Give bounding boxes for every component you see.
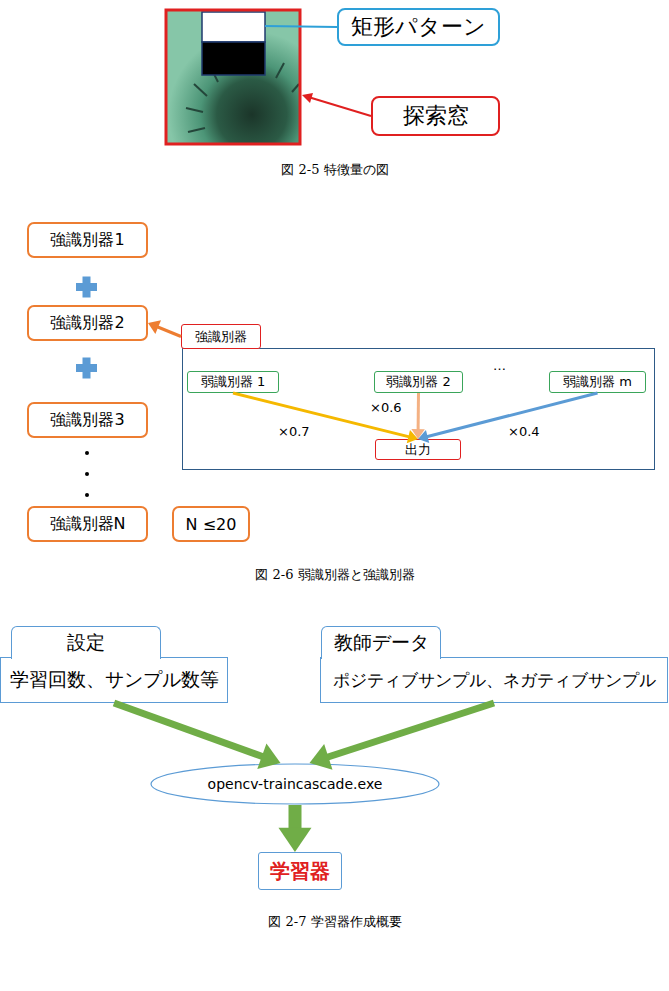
connector-arrow <box>233 393 418 443</box>
node-text: 強識別器2 <box>50 313 124 334</box>
arrowhead <box>257 744 280 769</box>
leader-line <box>265 26 337 27</box>
weight-label: ×0.4 <box>508 424 540 439</box>
callout-box: 矩形パターン <box>337 8 500 46</box>
plus-symbol <box>76 358 97 379</box>
arrowhead <box>278 828 311 852</box>
figure-caption: 図 2-5 特徴量の図 <box>200 161 470 179</box>
arrowhead <box>411 429 424 439</box>
callout-box: 探索窓 <box>371 96 500 136</box>
node-text: ポジティブサンプル、ネガティブサンプル <box>333 669 656 692</box>
strong-classifier-box: 強識別器N <box>27 506 148 542</box>
connector-line <box>233 393 409 437</box>
connector-arrow <box>148 320 181 336</box>
blob-ray <box>292 84 299 92</box>
connector-line <box>326 703 494 757</box>
settings-panel: 設定学習回数、サンプル数等 <box>0 657 228 703</box>
leader-line <box>310 98 371 117</box>
strong-classifier-container: 強識別器弱識別器 1弱識別器 2弱識別器 m出力 <box>182 348 655 470</box>
panel-tab: 教師データ <box>321 626 441 659</box>
node-text: 弱識別器 1 <box>201 373 265 391</box>
node-text: 強識別器N <box>50 514 126 535</box>
blob-ray <box>188 128 205 132</box>
heading-text: 設定 <box>67 630 105 656</box>
connector-line <box>417 393 420 430</box>
arrowhead <box>418 430 429 443</box>
plus-bar <box>83 358 91 379</box>
dot <box>85 451 89 455</box>
blob-ray <box>276 63 284 78</box>
node-text: 学習回数、サンプル数等 <box>10 667 219 693</box>
learner-box: 学習器 <box>258 852 342 890</box>
weight-label: ×0.7 <box>278 424 310 439</box>
ellipsis-mark: … <box>493 358 523 373</box>
node-text: 弱識別器 m <box>563 373 632 391</box>
weak-classifier-box: 弱識別器 2 <box>374 371 463 393</box>
sample-photo <box>166 10 300 144</box>
arrowhead <box>148 320 161 334</box>
strong-classifier-box: 強識別器1 <box>27 222 148 258</box>
connector-arrow <box>310 703 495 770</box>
container-heading: 強識別器 <box>181 324 261 349</box>
vertical-dots <box>85 451 89 497</box>
program-ellipse: opencv-traincascade.exe <box>150 763 440 805</box>
blob-ray <box>194 84 207 96</box>
plus-bar <box>83 277 91 298</box>
node-text: opencv-traincascade.exe <box>208 776 383 792</box>
blob-ray <box>186 108 203 112</box>
figure-caption: 図 2-7 学習器作成概要 <box>180 913 490 931</box>
search-window-border <box>166 10 300 144</box>
connector-arrow <box>418 393 598 443</box>
node-text: 弱識別器 2 <box>386 373 450 391</box>
strong-classifier-box: 強識別器3 <box>27 402 148 438</box>
heading-text: 強識別器 <box>195 328 247 346</box>
panel-tab: 設定 <box>11 626 161 659</box>
node-text: N ≤20 <box>186 515 237 534</box>
node-text: 強識別器3 <box>50 410 124 431</box>
count-box: N ≤20 <box>172 506 250 542</box>
connector-arrow <box>411 393 424 439</box>
node-text: 学習器 <box>270 858 330 885</box>
weak-classifier-box: 弱識別器 1 <box>187 371 279 393</box>
arrowhead <box>310 744 333 770</box>
output-box: 出力 <box>375 439 461 460</box>
arrowhead <box>407 430 418 443</box>
node-text: 強識別器1 <box>50 230 124 251</box>
pattern-white <box>202 12 265 42</box>
strong-classifier-box: 強識別器2 <box>27 305 148 341</box>
node-text: 探索窓 <box>403 101 469 131</box>
heading-text: 教師データ <box>334 630 429 656</box>
connector-line <box>114 703 264 757</box>
pattern-black <box>202 42 265 75</box>
leader-arrowhead <box>302 93 313 103</box>
ellipse-shape <box>151 764 439 804</box>
weak-classifier-box: 弱識別器 m <box>549 371 646 393</box>
connector-line <box>288 805 301 830</box>
node-text: 出力 <box>405 441 431 459</box>
plus-symbol <box>76 277 97 298</box>
connector-arrow <box>114 703 281 769</box>
dot <box>85 493 89 497</box>
connector-line <box>157 327 181 337</box>
figure-caption: 図 2-6 弱識別器と強識別器 <box>180 566 490 584</box>
weight-label: ×0.6 <box>370 400 402 415</box>
node-text: 矩形パターン <box>351 12 486 42</box>
training-data-panel: 教師データポジティブサンプル、ネガティブサンプル <box>320 657 668 703</box>
connector-arrow <box>278 805 311 852</box>
dot <box>85 472 89 476</box>
